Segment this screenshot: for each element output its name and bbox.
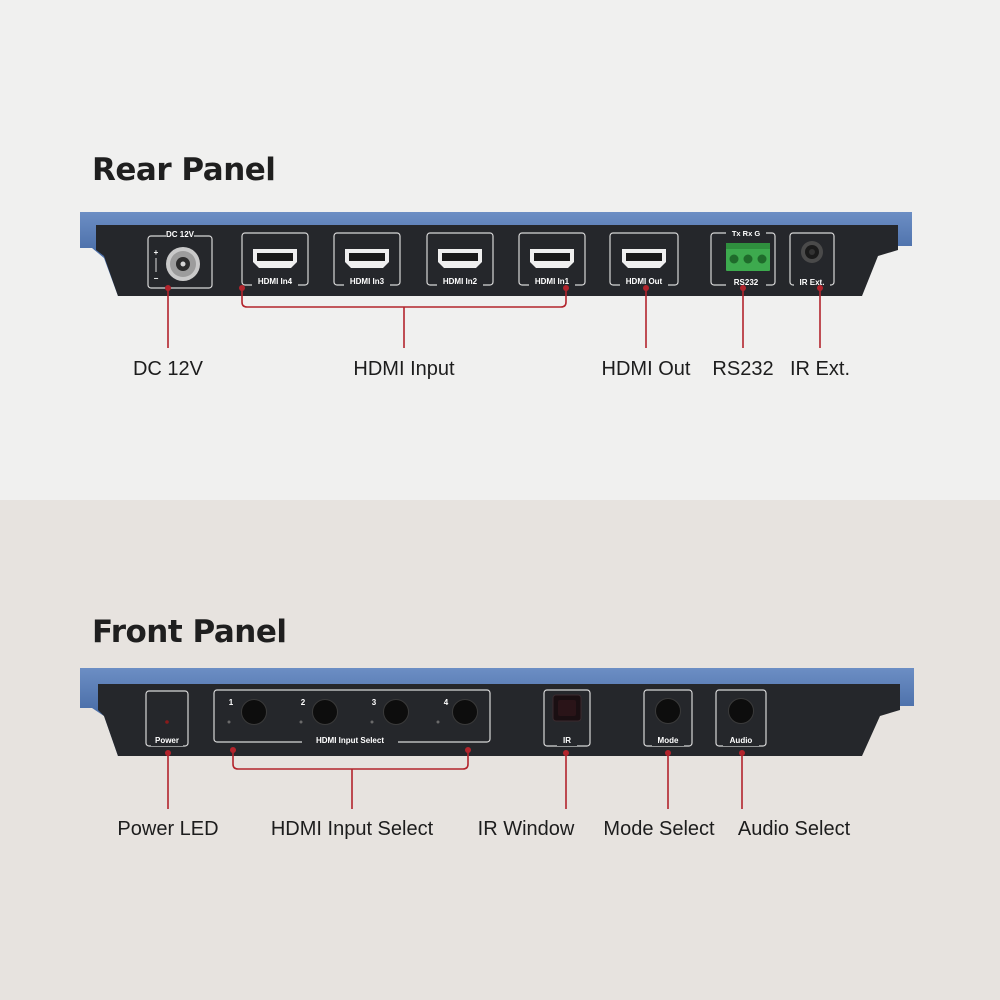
dc-jack-label: DC 12V bbox=[166, 230, 195, 239]
ir-ext-label: IR Ext. bbox=[800, 278, 825, 287]
input-button-3: 3 bbox=[370, 698, 409, 725]
ir-ext-jack: IR Ext. bbox=[789, 232, 835, 289]
audio-button: Audio bbox=[715, 689, 767, 747]
rs232-pin-labels: Tx Rx G bbox=[732, 229, 761, 238]
callout-dc-12v: DC 12V bbox=[132, 358, 204, 380]
hdmi-in2-port: HDMI In2 bbox=[426, 232, 494, 289]
input-button-2: 2 bbox=[299, 698, 338, 725]
callout-hdmi-input-select: HDMI Input Select bbox=[270, 818, 434, 840]
svg-text:−: − bbox=[154, 274, 159, 283]
rear-panel-title: Rear Panel bbox=[92, 152, 276, 188]
callout-rs232: RS232 bbox=[712, 358, 774, 380]
callout-ir-ext: IR Ext. bbox=[789, 358, 851, 380]
hdmi-out-port: HDMI Out bbox=[609, 232, 679, 289]
rs232-terminal: Tx Rx G RS232 bbox=[710, 228, 776, 289]
front-panel-device: Power HDMI Input Select 1 2 3 bbox=[80, 668, 914, 809]
front-panel-title: Front Panel bbox=[92, 614, 287, 650]
rear-panel-face bbox=[96, 225, 898, 296]
callout-power-led: Power LED bbox=[117, 818, 219, 840]
power-label: Power bbox=[155, 736, 179, 745]
hdmi-input-select-label: HDMI Input Select bbox=[316, 736, 384, 745]
hdmi-in1-port: HDMI In1 bbox=[518, 232, 586, 289]
svg-text:+: + bbox=[154, 248, 159, 257]
front-callout-lines bbox=[165, 747, 745, 809]
svg-text:4: 4 bbox=[444, 698, 449, 707]
input-button-4: 4 bbox=[436, 698, 478, 725]
svg-text:3: 3 bbox=[372, 698, 377, 707]
mode-button: Mode bbox=[643, 689, 693, 747]
callout-ir-window: IR Window bbox=[477, 818, 575, 840]
callout-audio-select: Audio Select bbox=[737, 818, 851, 840]
ir-label: IR bbox=[563, 736, 571, 745]
callout-mode-select: Mode Select bbox=[603, 818, 715, 840]
hdmi-in4-port: HDMI In4 bbox=[241, 232, 309, 289]
front-panel-face bbox=[98, 684, 900, 756]
svg-text:1: 1 bbox=[229, 698, 234, 707]
hdmi-in3-label: HDMI In3 bbox=[350, 277, 385, 286]
hdmi-in2-label: HDMI In2 bbox=[443, 277, 478, 286]
hdmi-in4-label: HDMI In4 bbox=[258, 277, 293, 286]
audio-label: Audio bbox=[730, 736, 753, 745]
callout-hdmi-out: HDMI Out bbox=[601, 358, 691, 380]
hdmi-in3-port: HDMI In3 bbox=[333, 232, 401, 289]
dc-power-jack: DC 12V + − bbox=[147, 229, 213, 289]
callout-hdmi-input: HDMI Input bbox=[353, 358, 455, 380]
rs232-label: RS232 bbox=[734, 278, 759, 287]
rear-callout-lines bbox=[165, 285, 823, 348]
hdmi-out-label: HDMI Out bbox=[626, 277, 663, 286]
front-panel-section: Front Panel Power HDMI Input Select 1 bbox=[0, 500, 1000, 1000]
hdmi-in1-label: HDMI In1 bbox=[535, 277, 570, 286]
mode-label: Mode bbox=[658, 736, 679, 745]
svg-text:2: 2 bbox=[301, 698, 306, 707]
rear-panel-device: DC 12V + − HDMI In4 HDMI In3 bbox=[80, 212, 912, 348]
power-led: Power bbox=[145, 690, 189, 747]
rear-panel-section: Rear Panel DC 12V + − bbox=[0, 0, 1000, 500]
input-button-1: 1 bbox=[227, 698, 267, 725]
ir-window: IR bbox=[543, 689, 591, 747]
hdmi-input-select-group: HDMI Input Select 1 2 3 4 bbox=[213, 689, 491, 746]
